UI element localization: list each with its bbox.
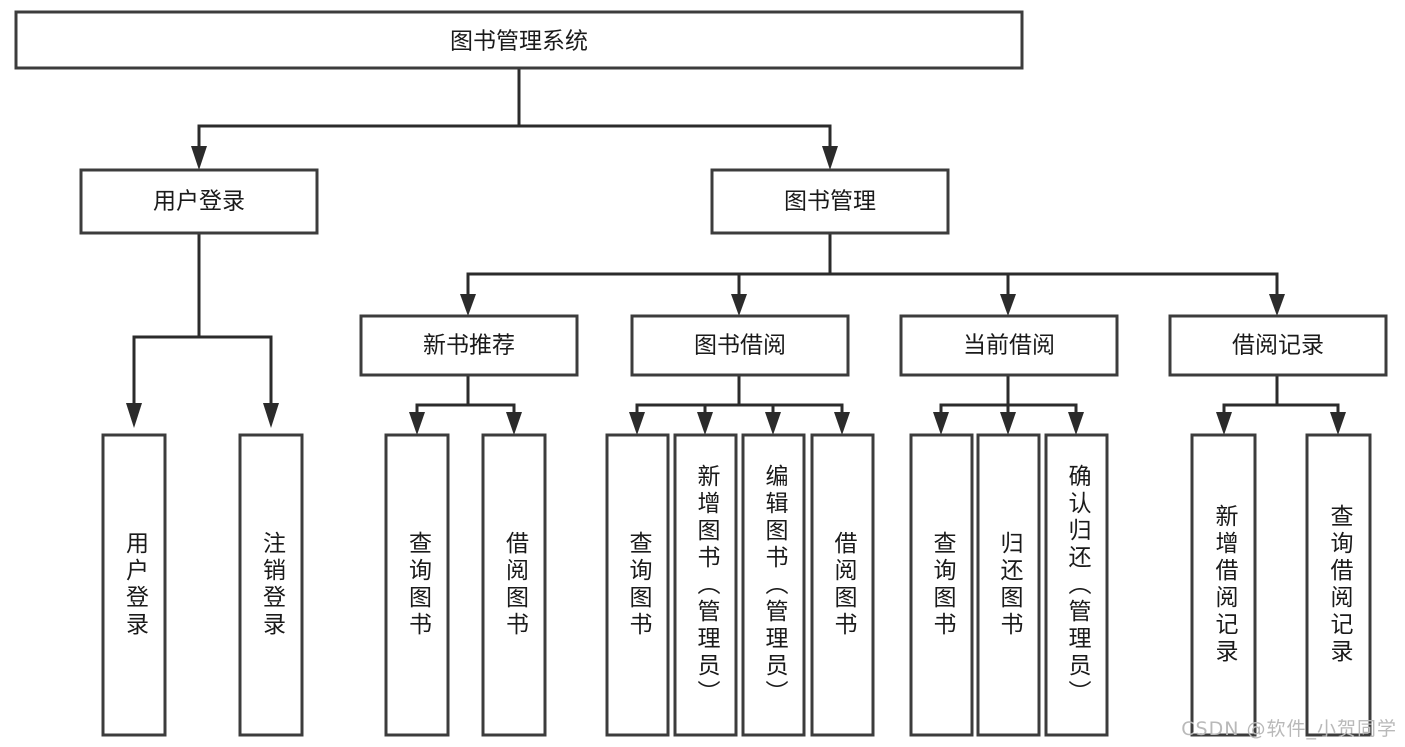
node-new-book-rec-label: 新书推荐 bbox=[423, 333, 515, 359]
node-user-login-label: 用户登录 bbox=[153, 189, 245, 215]
node-book-borrow-label: 图书借阅 bbox=[694, 333, 786, 359]
node-leaf-12[interactable] bbox=[1190, 433, 1257, 737]
node-book-manage-label: 图书管理 bbox=[784, 189, 876, 215]
node-new-book-rec-box[interactable] bbox=[359, 314, 579, 377]
arrowhead-leaf-7 bbox=[765, 412, 781, 435]
csdn-watermark: CSDN @软件_小贺同学 bbox=[1181, 718, 1397, 740]
arrowhead-borrow-record bbox=[1269, 294, 1285, 316]
node-leaf-4-box[interactable] bbox=[481, 433, 547, 737]
arrowhead-book-borrow bbox=[731, 294, 747, 316]
node-root[interactable]: 图书管理系统 bbox=[14, 10, 1024, 70]
node-current-borrow-label: 当前借阅 bbox=[963, 333, 1055, 359]
arrowhead-leaf-4 bbox=[506, 412, 522, 435]
node-user-login[interactable]: 用户登录 bbox=[79, 168, 319, 235]
node-leaf-13-box[interactable] bbox=[1305, 433, 1372, 737]
node-current-borrow-box[interactable] bbox=[899, 314, 1119, 377]
node-leaf-11[interactable] bbox=[1044, 433, 1109, 737]
node-leaf-7[interactable] bbox=[741, 433, 806, 737]
arrowhead-current-borrow bbox=[1000, 294, 1016, 316]
connector-group-current-borrow bbox=[933, 373, 1084, 435]
node-root-box[interactable] bbox=[14, 10, 1024, 70]
arrowhead-leaf-11 bbox=[1068, 412, 1084, 435]
node-user-login-box[interactable] bbox=[79, 168, 319, 235]
arrowhead-leaf-5 bbox=[629, 412, 645, 435]
arrowhead-leaf-10 bbox=[1000, 412, 1016, 435]
node-borrow-record-label: 借阅记录 bbox=[1232, 333, 1324, 359]
node-leaf-3[interactable] bbox=[384, 433, 450, 737]
node-book-manage[interactable]: 图书管理 bbox=[710, 168, 950, 235]
node-leaf-6-box[interactable] bbox=[673, 433, 738, 737]
node-leaf-10[interactable] bbox=[976, 433, 1041, 737]
node-leaf-5[interactable] bbox=[605, 433, 670, 737]
arrowhead-leaf-13 bbox=[1330, 412, 1346, 435]
node-new-book-rec[interactable]: 新书推荐 bbox=[359, 314, 579, 377]
arrowhead-book-manage bbox=[822, 146, 838, 170]
connector-group-user-login bbox=[126, 231, 279, 428]
arrowhead-leaf-12 bbox=[1216, 412, 1232, 435]
node-leaf-8[interactable] bbox=[810, 433, 875, 737]
node-book-manage-box[interactable] bbox=[710, 168, 950, 235]
connector-group-book-borrow bbox=[629, 373, 850, 435]
node-leaf-8-box[interactable] bbox=[810, 433, 875, 737]
arrowhead-leaf-9 bbox=[933, 412, 949, 435]
arrowhead-leaf-6 bbox=[697, 412, 713, 435]
node-leaf-9-box[interactable] bbox=[909, 433, 974, 737]
node-leaf-12-box[interactable] bbox=[1190, 433, 1257, 737]
node-leaf-11-box[interactable] bbox=[1044, 433, 1109, 737]
node-leaf-5-box[interactable] bbox=[605, 433, 670, 737]
arrowhead-leaf-2 bbox=[263, 403, 279, 428]
arrowhead-user-login bbox=[191, 146, 207, 170]
arrowhead-leaf-8 bbox=[834, 412, 850, 435]
node-book-borrow[interactable]: 图书借阅 bbox=[630, 314, 850, 377]
node-leaf-6[interactable] bbox=[673, 433, 738, 737]
node-leaf-10-box[interactable] bbox=[976, 433, 1041, 737]
arrowhead-leaf-3 bbox=[409, 412, 425, 435]
node-leaf-1[interactable] bbox=[101, 433, 167, 737]
node-leaf-2[interactable] bbox=[238, 433, 304, 737]
node-leaf-4[interactable] bbox=[481, 433, 547, 737]
node-leaf-9[interactable] bbox=[909, 433, 974, 737]
node-leaf-1-box[interactable] bbox=[101, 433, 167, 737]
node-current-borrow[interactable]: 当前借阅 bbox=[899, 314, 1119, 377]
arrowhead-leaf-1 bbox=[126, 403, 142, 428]
node-borrow-record[interactable]: 借阅记录 bbox=[1168, 314, 1388, 377]
node-leaf-13[interactable] bbox=[1305, 433, 1372, 737]
node-leaf-2-box[interactable] bbox=[238, 433, 304, 737]
connector-group-book-manage bbox=[460, 231, 1285, 316]
node-leaf-3-box[interactable] bbox=[384, 433, 450, 737]
node-book-borrow-box[interactable] bbox=[630, 314, 850, 377]
arrowhead-new-book-rec bbox=[460, 294, 476, 316]
connector-group-root bbox=[191, 66, 838, 170]
connector-group-borrow-record bbox=[1216, 373, 1346, 435]
node-root-label: 图书管理系统 bbox=[450, 29, 588, 55]
node-borrow-record-box[interactable] bbox=[1168, 314, 1388, 377]
connector-group-new-book-rec bbox=[409, 373, 522, 435]
node-leaf-7-box[interactable] bbox=[741, 433, 806, 737]
